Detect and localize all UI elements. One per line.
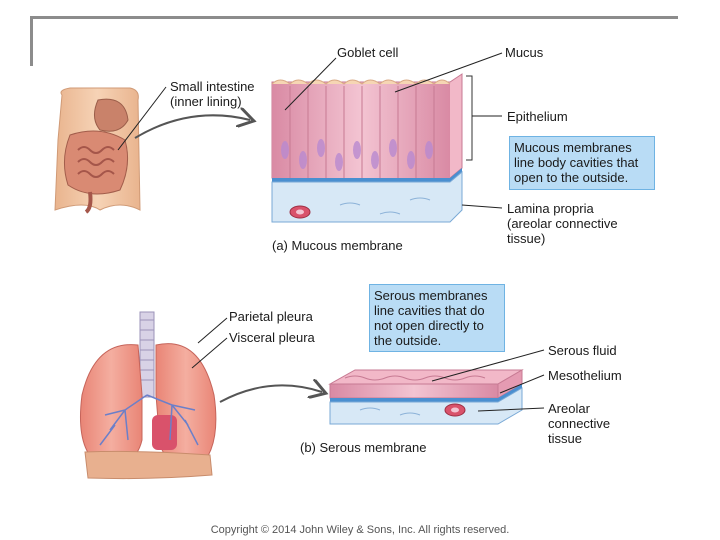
epithelium-label: Epithelium bbox=[507, 109, 568, 124]
caption-mucous-membrane: (a) Mucous membrane bbox=[272, 238, 403, 253]
small-intestine-line-2: (inner lining) bbox=[170, 94, 242, 109]
lungs-figure bbox=[79, 311, 217, 480]
areolar-line-2: connective bbox=[548, 416, 611, 431]
serous-callout-line-1: Serous membranes bbox=[374, 288, 488, 303]
epithelium-bracket bbox=[466, 75, 473, 161]
serous-fluid-label: Serous fluid bbox=[548, 343, 617, 358]
serous-callout-line-2: line cavities that do bbox=[374, 303, 485, 318]
copyright-notice: Copyright © 2014 John Wiley & Sons, Inc.… bbox=[210, 524, 510, 536]
mucous-membranes-callout: Mucous membranes line body cavities that… bbox=[509, 136, 655, 190]
parietal-pleura-label: Parietal pleura bbox=[229, 309, 313, 324]
slide-frame-top bbox=[30, 16, 678, 19]
mucous-membrane-illustration bbox=[271, 73, 463, 223]
slide-frame-left bbox=[30, 16, 33, 66]
mucous-callout-line-3: open to the outside. bbox=[514, 170, 629, 185]
small-intestine-label: Small intestine (inner lining) bbox=[170, 79, 255, 109]
goblet-cell-label: Goblet cell bbox=[337, 45, 399, 60]
caption-serous-membrane: (b) Serous membrane bbox=[300, 440, 427, 455]
lamina-propria-label: Lamina propria (areolar connective tissu… bbox=[507, 201, 618, 246]
visceral-pleura-label: Visceral pleura bbox=[229, 330, 315, 345]
serous-callout-line-4: the outside. bbox=[374, 333, 442, 348]
mesothelium-label: Mesothelium bbox=[548, 368, 622, 383]
arrow-to-serous bbox=[219, 385, 322, 403]
areolar-line-1: Areolar bbox=[548, 401, 590, 416]
lamina-propria-line-3: tissue) bbox=[507, 231, 546, 246]
small-intestine-line-1: Small intestine bbox=[170, 79, 255, 94]
mucous-callout-line-2: line body cavities that bbox=[514, 155, 639, 170]
mucous-callout-line-1: Mucous membranes bbox=[514, 140, 632, 155]
torso-intestine-figure bbox=[54, 87, 141, 214]
serous-callout-line-3: not open directly to bbox=[374, 318, 484, 333]
serous-membranes-callout: Serous membranes line cavities that do n… bbox=[369, 284, 505, 352]
lamina-propria-line-2: (areolar connective bbox=[507, 216, 618, 231]
areolar-connective-tissue-label: Areolar connective tissue bbox=[548, 401, 610, 446]
lamina-propria-line-1: Lamina propria bbox=[507, 201, 594, 216]
mucus-label: Mucus bbox=[505, 45, 544, 60]
arrow-to-mucous bbox=[134, 115, 250, 139]
areolar-line-3: tissue bbox=[548, 431, 582, 446]
serous-membrane-illustration bbox=[328, 369, 524, 425]
leader-lines bbox=[117, 52, 545, 412]
